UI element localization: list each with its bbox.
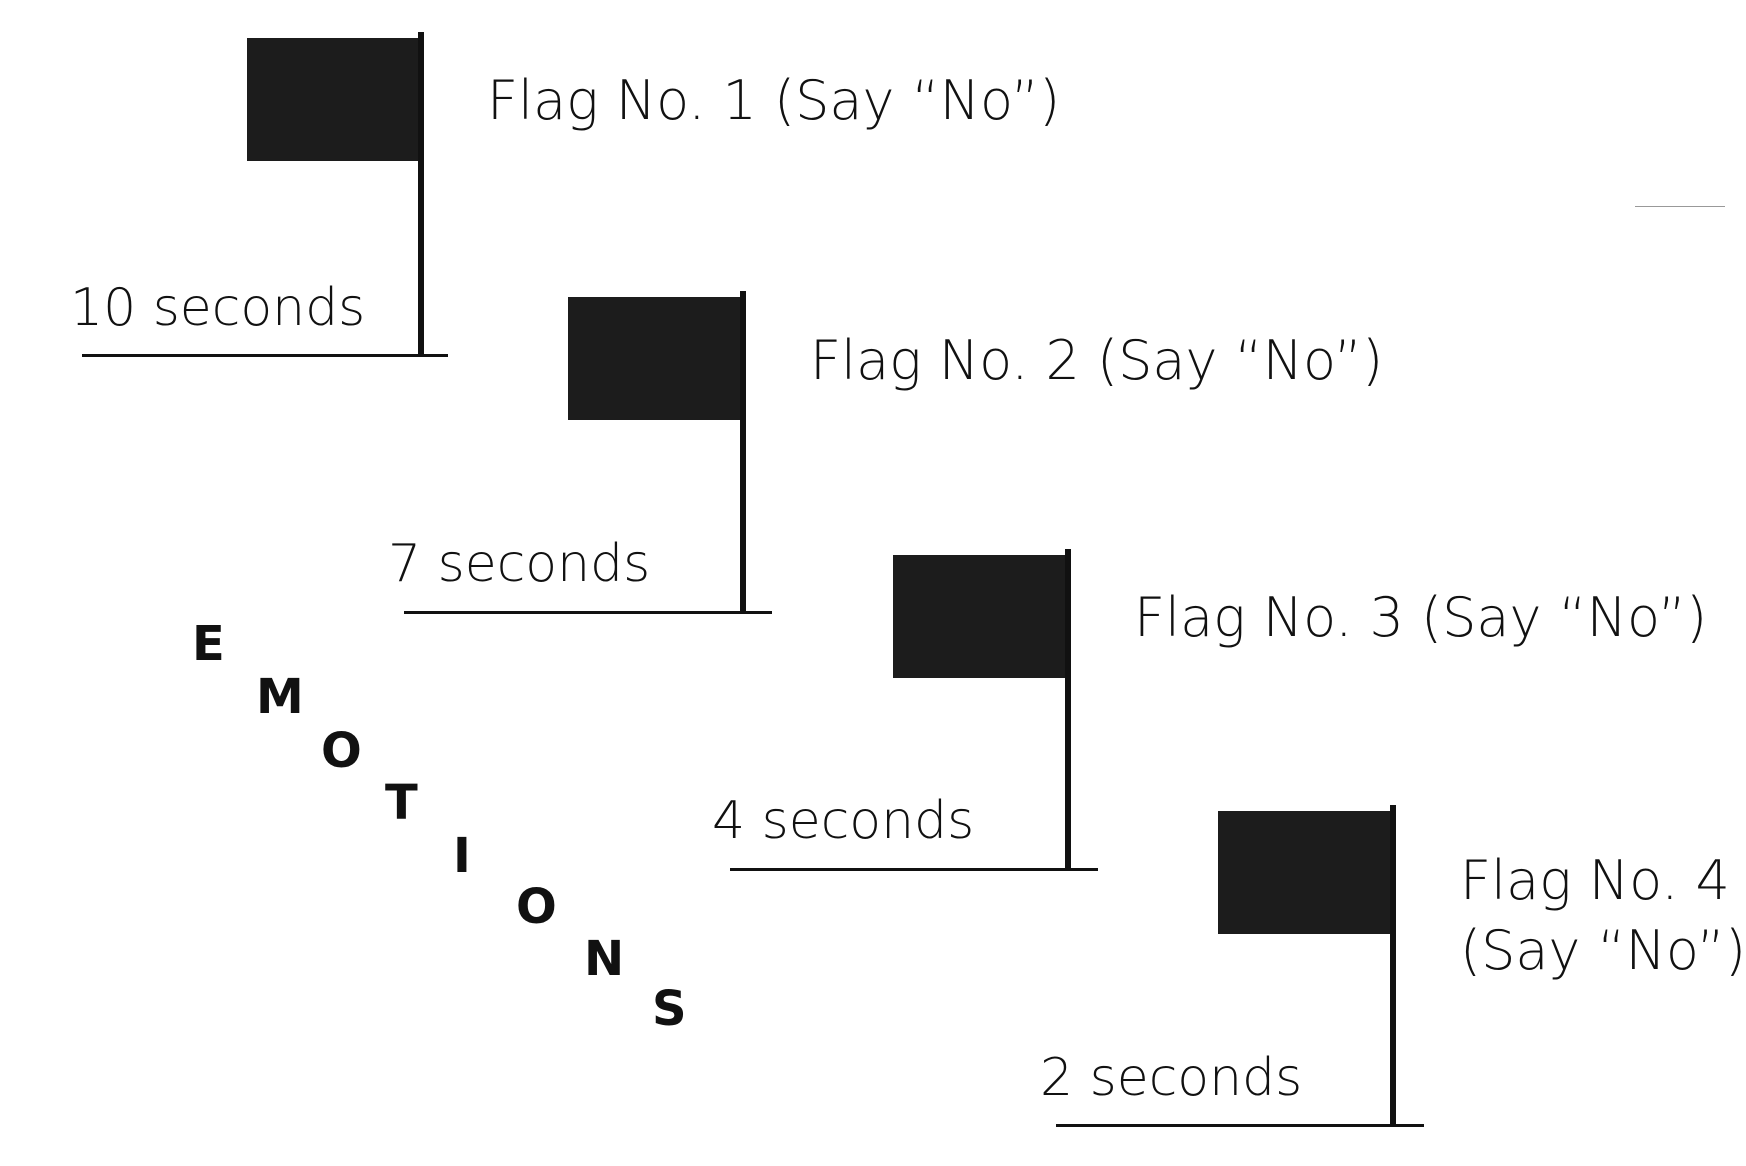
flag-2-pole [740, 291, 746, 613]
emotions-letter-t: T [385, 775, 418, 831]
flag-4-label-line-2: (Say “No”) [1460, 919, 1746, 983]
emotions-letter-m: M [256, 669, 304, 725]
scan-artifact-line [1635, 206, 1725, 207]
flag-4-ground-line [1056, 1124, 1424, 1127]
emotions-letter-e: E [192, 616, 225, 672]
flag-1-pole [418, 32, 424, 356]
flag-3-banner [893, 555, 1070, 678]
flag-1-label: Flag No. 1 (Say “No”) [487, 69, 1061, 132]
flag-4-pole [1390, 805, 1396, 1127]
flag-1-ground-line [82, 354, 448, 357]
flag-3-ground-line [730, 868, 1098, 871]
flag-1-time-label: 10 seconds [70, 278, 366, 338]
flag-3-label: Flag No. 3 (Say “No”) [1134, 586, 1708, 649]
flag-3-pole [1065, 549, 1071, 871]
flag-4-label: Flag No. 4 (Say “No”) [1460, 846, 1746, 986]
flag-1-banner [247, 38, 424, 161]
emotions-letter-n: N [584, 931, 625, 987]
emotions-letter-i: I [453, 828, 471, 884]
flag-2-time-label: 7 seconds [388, 534, 651, 594]
flag-2-ground-line [404, 611, 772, 614]
emotions-letter-s: S [652, 981, 687, 1037]
flag-2-label: Flag No. 2 (Say “No”) [810, 329, 1384, 392]
flag-4-label-line-1: Flag No. 4 [1460, 849, 1730, 912]
flag-2-banner [568, 297, 745, 420]
emotions-letter-o-2: O [516, 879, 557, 935]
emotions-letter-o-1: O [321, 723, 362, 779]
flag-4-banner [1218, 811, 1395, 934]
flag-4-time-label: 2 seconds [1040, 1048, 1303, 1108]
flag-3-time-label: 4 seconds [712, 791, 975, 851]
